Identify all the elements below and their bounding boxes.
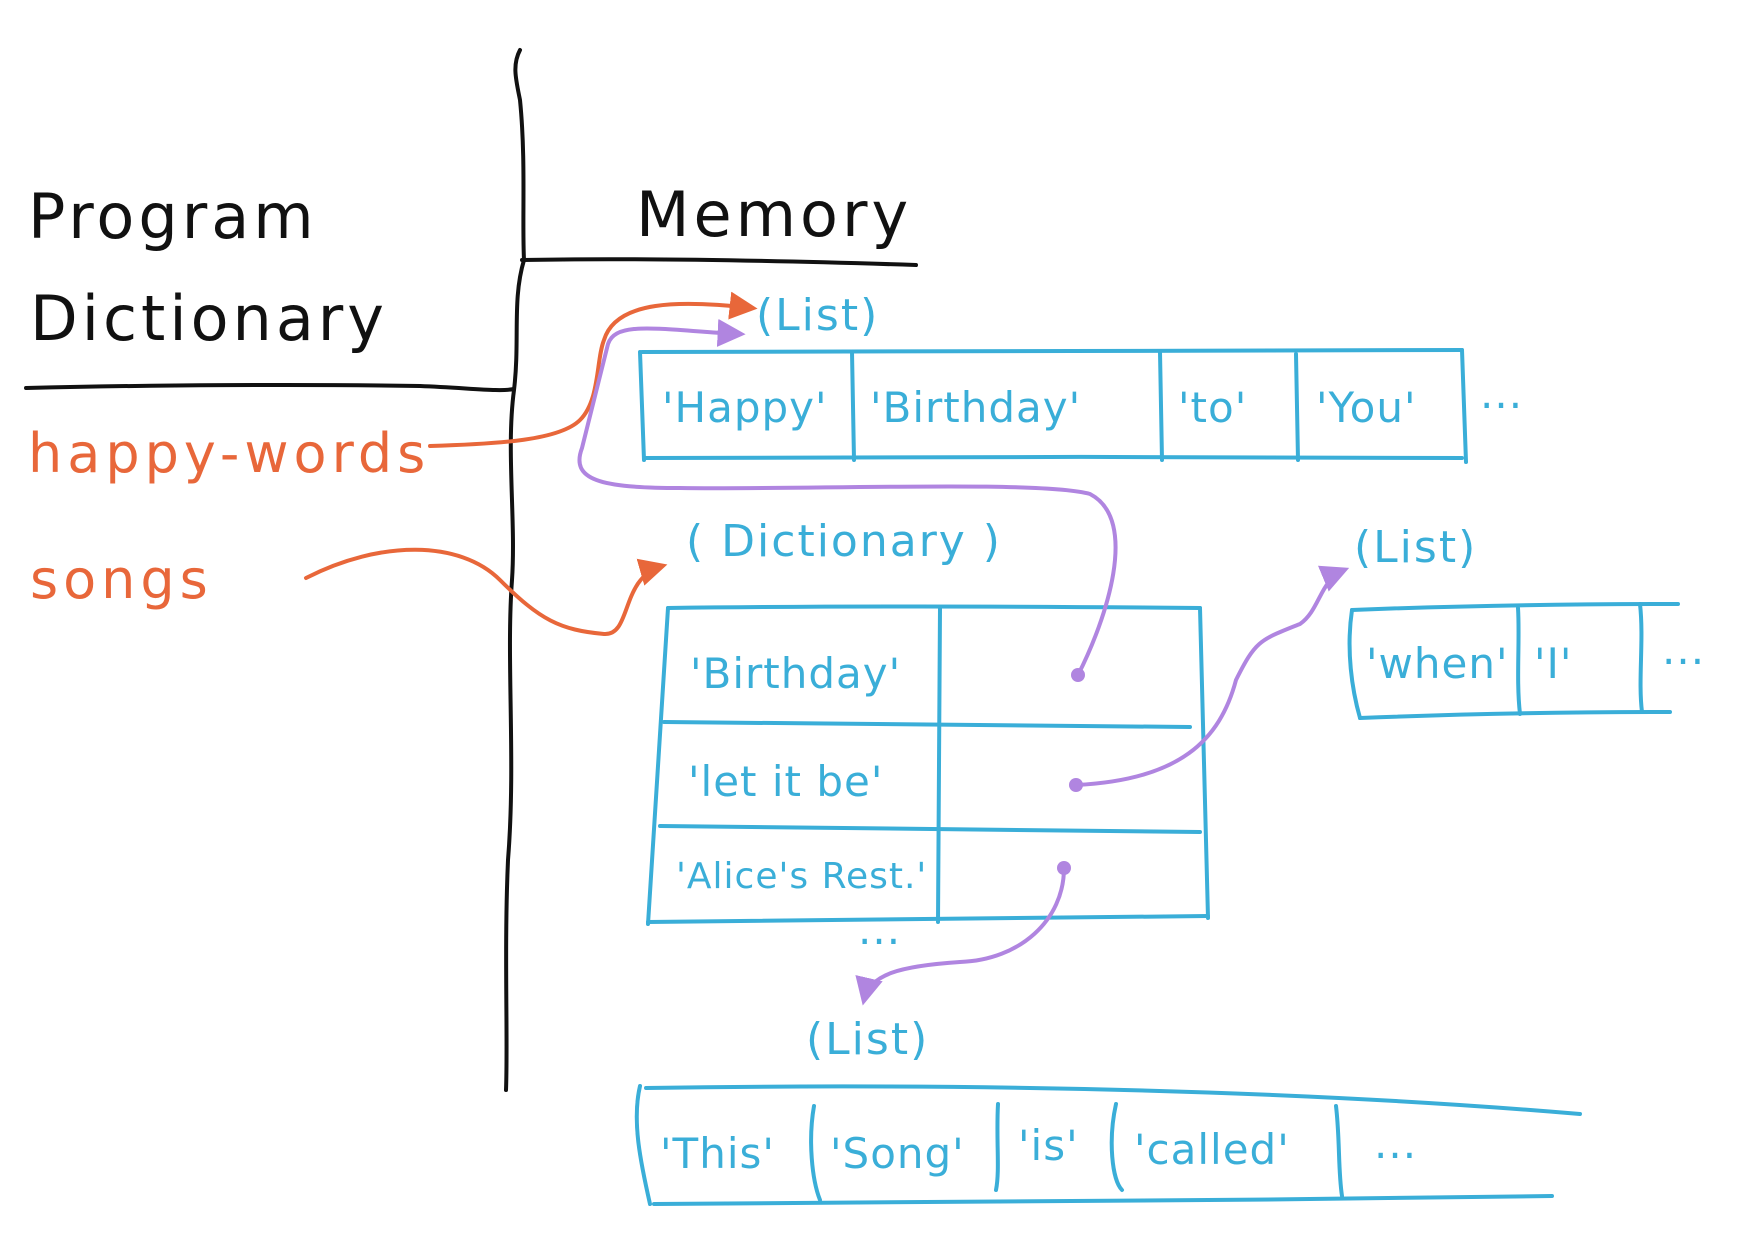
arrow-alices-to-song-list [855,866,1066,1006]
list-song-item-1: 'This' [660,1129,775,1178]
dictionary-key-1: 'Birthday' [690,649,901,698]
list-song-item-4: 'called' [1134,1125,1290,1174]
list-happy-item-1: 'Happy' [662,383,828,432]
program-dictionary-underline [24,382,516,393]
list-when-label: (List) [1354,522,1477,573]
list-happy-label: (List) [756,290,879,341]
list-song-item-2: 'Song' [830,1129,965,1178]
list-when-item-1: 'when' [1366,639,1509,688]
dictionary-more: ... [858,905,901,954]
list-when-more: ... [1662,625,1705,674]
dictionary-heading: Dictionary [30,282,388,355]
variable-happy-words: happy-words [28,422,430,485]
list-song-item-3: 'is' [1018,1121,1079,1170]
vertical-divider [504,48,527,1092]
arrow-songs-to-dictionary [304,547,668,637]
list-song-box [634,1084,1582,1206]
list-when-item-2: 'I' [1534,639,1572,688]
dictionary-key-3: 'Alice's Rest.' [676,856,927,897]
arrow-happy-words-to-list [428,291,758,448]
dictionary-label: ( Dictionary ) [686,516,1002,567]
list-song-label: (List) [806,1014,929,1065]
list-song-more: ... [1374,1119,1417,1168]
list-happy-item-4: 'You' [1316,383,1416,432]
list-happy-box [638,348,1468,464]
list-happy-more: ... [1480,369,1523,418]
arrow-letitbe-to-when-list [1074,565,1350,787]
memory-heading: Memory [636,178,912,251]
program-heading: Program [28,180,318,253]
list-happy-item-2: 'Birthday' [870,383,1081,432]
dictionary-table [646,604,1210,926]
variable-songs: songs [30,548,213,611]
list-happy-item-3: 'to' [1178,383,1247,432]
arrow-birthday-to-happy-list [577,318,1118,677]
dictionary-key-2: 'let it be' [688,757,883,806]
list-when-box [1347,602,1680,720]
memory-underline [520,257,918,267]
